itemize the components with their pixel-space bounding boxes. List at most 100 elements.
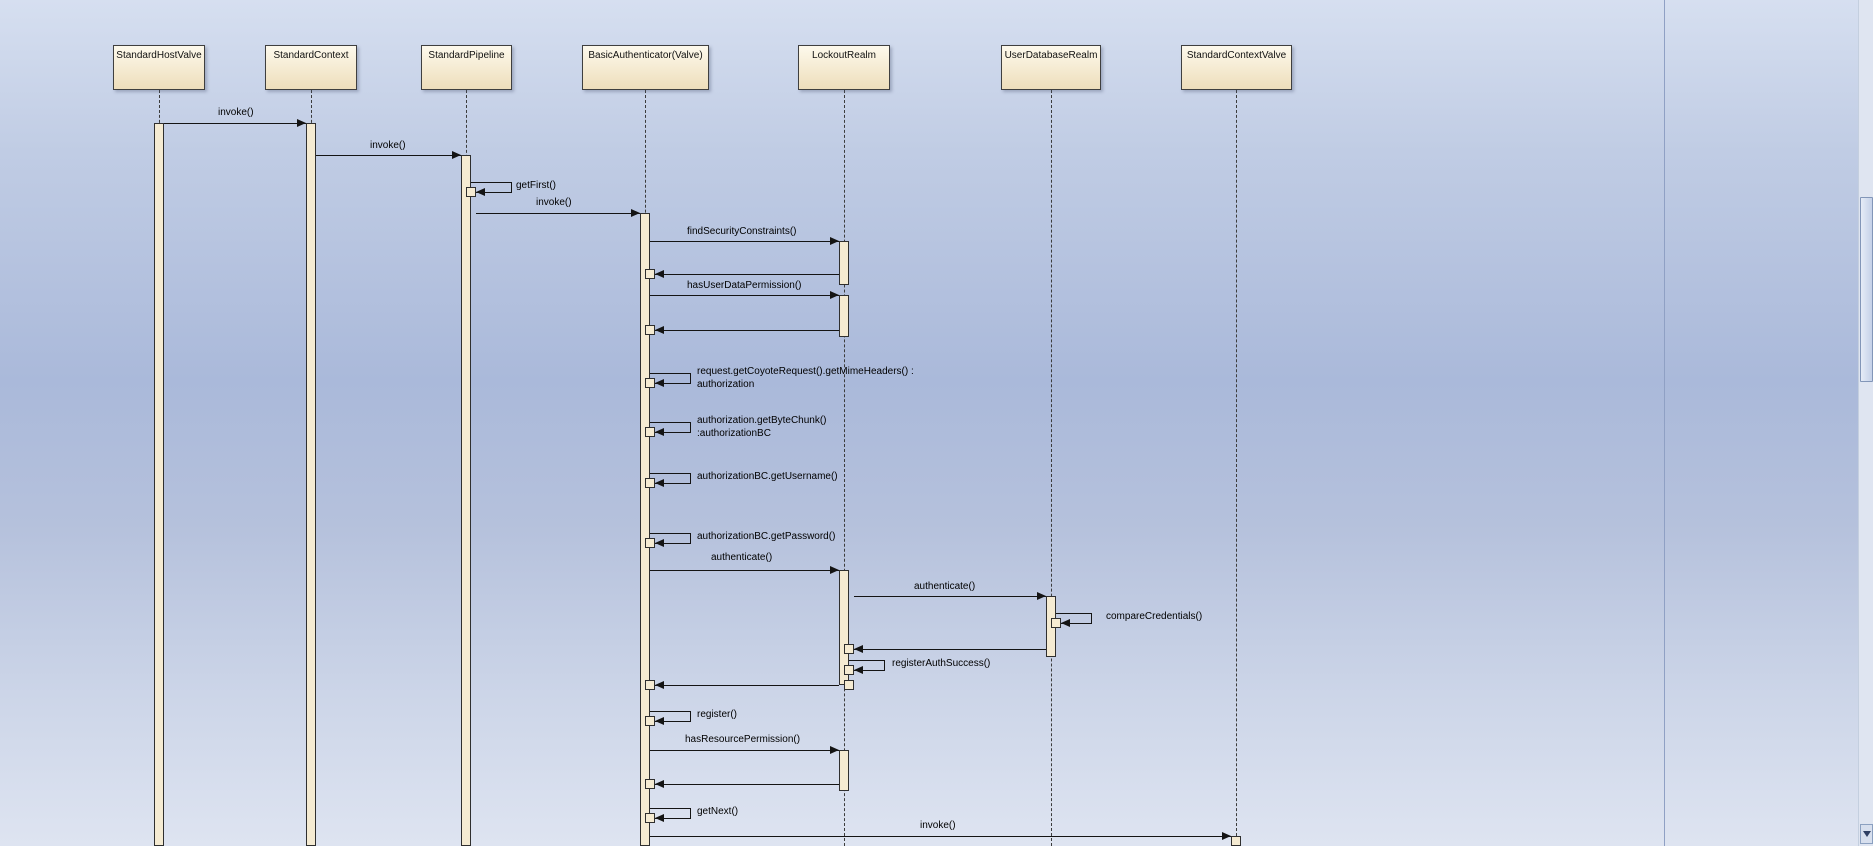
lifeline-head[interactable]: StandardPipeline: [421, 45, 512, 90]
self-message-label[interactable]: authorizationBC.getPassword(): [697, 531, 836, 542]
nested-activation-marker: [1051, 618, 1061, 628]
vertical-scrollbar[interactable]: [1858, 0, 1873, 846]
scrollbar-thumb[interactable]: [1860, 197, 1873, 382]
activation-bar[interactable]: [839, 241, 849, 285]
self-message-line: [655, 483, 690, 484]
nested-activation-marker: [466, 187, 476, 197]
return-line[interactable]: [655, 330, 839, 331]
message-arrowhead-icon: [830, 237, 839, 245]
message-label[interactable]: invoke(): [218, 107, 254, 118]
return-line[interactable]: [655, 685, 839, 686]
message-line[interactable]: [650, 836, 1231, 837]
lifeline-dashed-line[interactable]: [844, 90, 845, 846]
self-message-line: [690, 373, 691, 384]
lifeline-label: StandardContext: [273, 50, 349, 61]
message-label[interactable]: hasUserDataPermission(): [687, 280, 802, 291]
self-message-line[interactable]: [650, 373, 690, 374]
return-line[interactable]: [655, 274, 839, 275]
lifeline-head[interactable]: UserDatabaseRealm: [1001, 45, 1101, 90]
message-arrowhead-icon: [452, 151, 461, 159]
self-message-line[interactable]: [849, 660, 884, 661]
message-label[interactable]: authenticate(): [914, 581, 976, 592]
self-message-line: [690, 533, 691, 544]
message-line[interactable]: [650, 570, 839, 571]
self-message-label[interactable]: :authorizationBC: [697, 428, 771, 439]
nested-activation-marker: [844, 644, 854, 654]
self-message-line[interactable]: [650, 473, 690, 474]
self-message-line[interactable]: [471, 182, 511, 183]
nested-activation-marker: [645, 813, 655, 823]
lifeline-label: UserDatabaseRealm: [1004, 50, 1098, 61]
self-message-line: [1061, 623, 1091, 624]
message-arrowhead-icon: [830, 566, 839, 574]
lifeline-dashed-line[interactable]: [1236, 90, 1237, 846]
return-line[interactable]: [655, 784, 839, 785]
activation-bar[interactable]: [461, 155, 471, 846]
message-line[interactable]: [476, 213, 640, 214]
lifeline-label: LockoutRealm: [812, 50, 876, 61]
return-arrowhead-icon: [854, 645, 863, 653]
self-message-line: [476, 192, 511, 193]
self-message-line[interactable]: [650, 808, 690, 809]
self-message-label[interactable]: register(): [697, 709, 738, 720]
self-message-line[interactable]: [650, 422, 690, 423]
message-label[interactable]: invoke(): [370, 140, 406, 151]
message-line[interactable]: [164, 123, 306, 124]
message-arrowhead-icon: [297, 119, 306, 127]
nested-activation-marker: [645, 538, 655, 548]
message-arrowhead-icon: [830, 291, 839, 299]
lifeline-label: StandardContextValve: [1186, 50, 1287, 61]
self-message-label[interactable]: getFirst(): [516, 180, 556, 191]
return-arrowhead-icon: [655, 681, 664, 689]
lifeline-dashed-line[interactable]: [1051, 90, 1052, 846]
self-message-line[interactable]: [1056, 613, 1091, 614]
lifeline-head[interactable]: BasicAuthenticator(Valve): [582, 45, 709, 90]
message-label[interactable]: invoke(): [920, 820, 956, 831]
message-line[interactable]: [650, 750, 839, 751]
self-message-arrowhead-icon: [655, 479, 664, 487]
message-label[interactable]: hasResourcePermission(): [685, 734, 801, 745]
message-arrowhead-icon: [1222, 832, 1231, 840]
lifeline-head[interactable]: StandardContextValve: [1181, 45, 1292, 90]
self-message-line[interactable]: [650, 533, 690, 534]
self-message-arrowhead-icon: [476, 188, 485, 196]
self-message-arrowhead-icon: [854, 666, 863, 674]
self-message-label[interactable]: getNext(): [697, 806, 739, 817]
activation-bar[interactable]: [839, 295, 849, 337]
message-label[interactable]: authenticate(): [711, 552, 773, 563]
self-message-label[interactable]: request.getCoyoteRequest().getMimeHeader…: [697, 366, 914, 377]
self-message-line[interactable]: [650, 711, 690, 712]
nested-activation-marker: [645, 716, 655, 726]
message-label[interactable]: findSecurityConstraints(): [687, 226, 797, 237]
message-line[interactable]: [650, 295, 839, 296]
message-label[interactable]: invoke(): [536, 197, 572, 208]
self-message-label[interactable]: registerAuthSuccess(): [892, 658, 991, 669]
lifeline-head[interactable]: StandardContext: [265, 45, 357, 90]
lifeline-label: StandardPipeline: [428, 50, 505, 61]
self-message-label[interactable]: authorization.getByteChunk(): [697, 415, 827, 426]
activation-bar[interactable]: [1231, 836, 1241, 846]
activation-bar[interactable]: [306, 123, 316, 846]
message-line[interactable]: [650, 241, 839, 242]
page-boundary-line: [1664, 0, 1665, 846]
message-line[interactable]: [316, 155, 461, 156]
self-message-line: [655, 543, 690, 544]
return-arrowhead-icon: [655, 326, 664, 334]
activation-bar[interactable]: [640, 213, 650, 846]
self-message-label[interactable]: compareCredentials(): [1106, 611, 1203, 622]
lifeline-head[interactable]: StandardHostValve: [113, 45, 205, 90]
self-message-label[interactable]: authorization: [697, 379, 755, 390]
nested-activation-marker: [844, 665, 854, 675]
nested-activation-marker: [645, 478, 655, 488]
lifeline-head[interactable]: LockoutRealm: [798, 45, 890, 90]
self-message-line: [655, 818, 690, 819]
scrollbar-down-button[interactable]: [1860, 824, 1873, 844]
self-message-arrowhead-icon: [1061, 619, 1070, 627]
message-arrowhead-icon: [631, 209, 640, 217]
self-message-label[interactable]: authorizationBC.getUsername(): [697, 471, 838, 482]
activation-bar[interactable]: [839, 750, 849, 791]
activation-bar[interactable]: [154, 123, 164, 846]
message-line[interactable]: [854, 596, 1046, 597]
return-line[interactable]: [854, 649, 1046, 650]
